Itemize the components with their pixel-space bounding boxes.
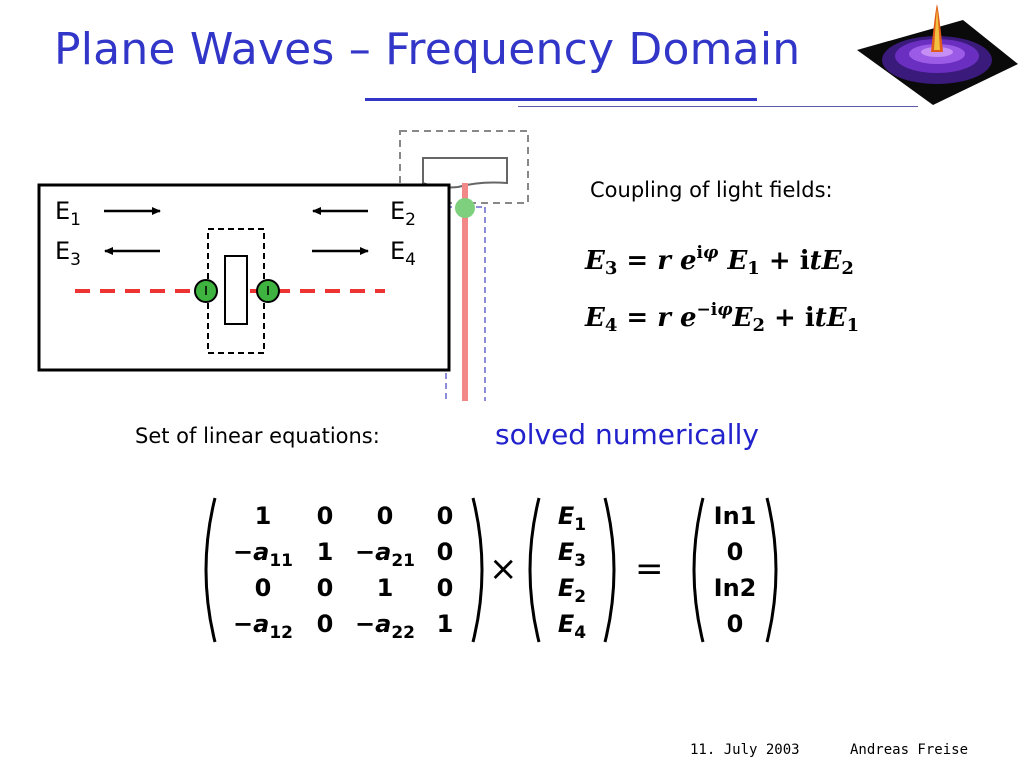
label-e4: E4 xyxy=(390,237,416,270)
pickoff-node xyxy=(455,198,475,218)
matrix-cell: −a11 xyxy=(233,538,293,571)
label-e3: E3 xyxy=(55,237,81,270)
matrix-cell: 0 xyxy=(377,502,394,530)
footer-author: Andreas Freise xyxy=(850,742,969,758)
matrix-cell: 1 xyxy=(377,574,394,602)
coupling-label: Coupling of light fields: xyxy=(590,178,833,202)
matrix-cell: 0 xyxy=(317,610,334,638)
title-rule xyxy=(518,106,918,107)
matrix-cell: 0 xyxy=(437,538,454,566)
label-e1: E1 xyxy=(55,197,81,230)
title-underline xyxy=(365,98,757,101)
rhs-cell: In1 xyxy=(714,502,757,530)
vector-cell: E4 xyxy=(558,610,586,643)
matrix-cell: 0 xyxy=(437,502,454,530)
footer-date: 11. July 2003 xyxy=(690,742,800,758)
matrix-cell: 1 xyxy=(437,610,454,638)
matrix-cell: −a22 xyxy=(355,610,415,643)
rhs-cell: In2 xyxy=(714,574,757,602)
times-sign: × xyxy=(489,549,518,589)
slide-title: Plane Waves – Frequency Domain xyxy=(54,24,801,75)
matrix-cell: 1 xyxy=(317,538,334,566)
matrix-cell: −a12 xyxy=(233,610,293,643)
coupling-equation-2: E4 = r e−iφE2 + itE1 xyxy=(585,300,860,336)
matrix-cell: −a21 xyxy=(355,538,415,571)
rhs-cell: 0 xyxy=(727,538,744,566)
matrix-cell: 0 xyxy=(317,502,334,530)
rhs-cell: 0 xyxy=(727,610,744,638)
vector-cell: E3 xyxy=(558,538,586,571)
solved-numerically-label: solved numerically xyxy=(495,418,759,451)
beamsplitter-diagram: E1 E3 E2 E4 xyxy=(37,130,529,401)
label-e2: E2 xyxy=(390,197,416,230)
vector-cell: E1 xyxy=(558,502,586,535)
vector-cell: E2 xyxy=(558,574,586,607)
matrix-cell: 0 xyxy=(437,574,454,602)
equals-sign: = xyxy=(635,549,664,589)
linear-equations-label: Set of linear equations: xyxy=(135,424,380,448)
beamsplitter xyxy=(224,255,248,325)
matrix-cell: 0 xyxy=(317,574,334,602)
matrix-cell: 1 xyxy=(255,502,272,530)
matrix-cell: 0 xyxy=(255,574,272,602)
coupling-equation-1: E3 = r eiφ E1 + itE2 xyxy=(585,243,854,279)
beam-profile-logo xyxy=(857,4,1018,105)
